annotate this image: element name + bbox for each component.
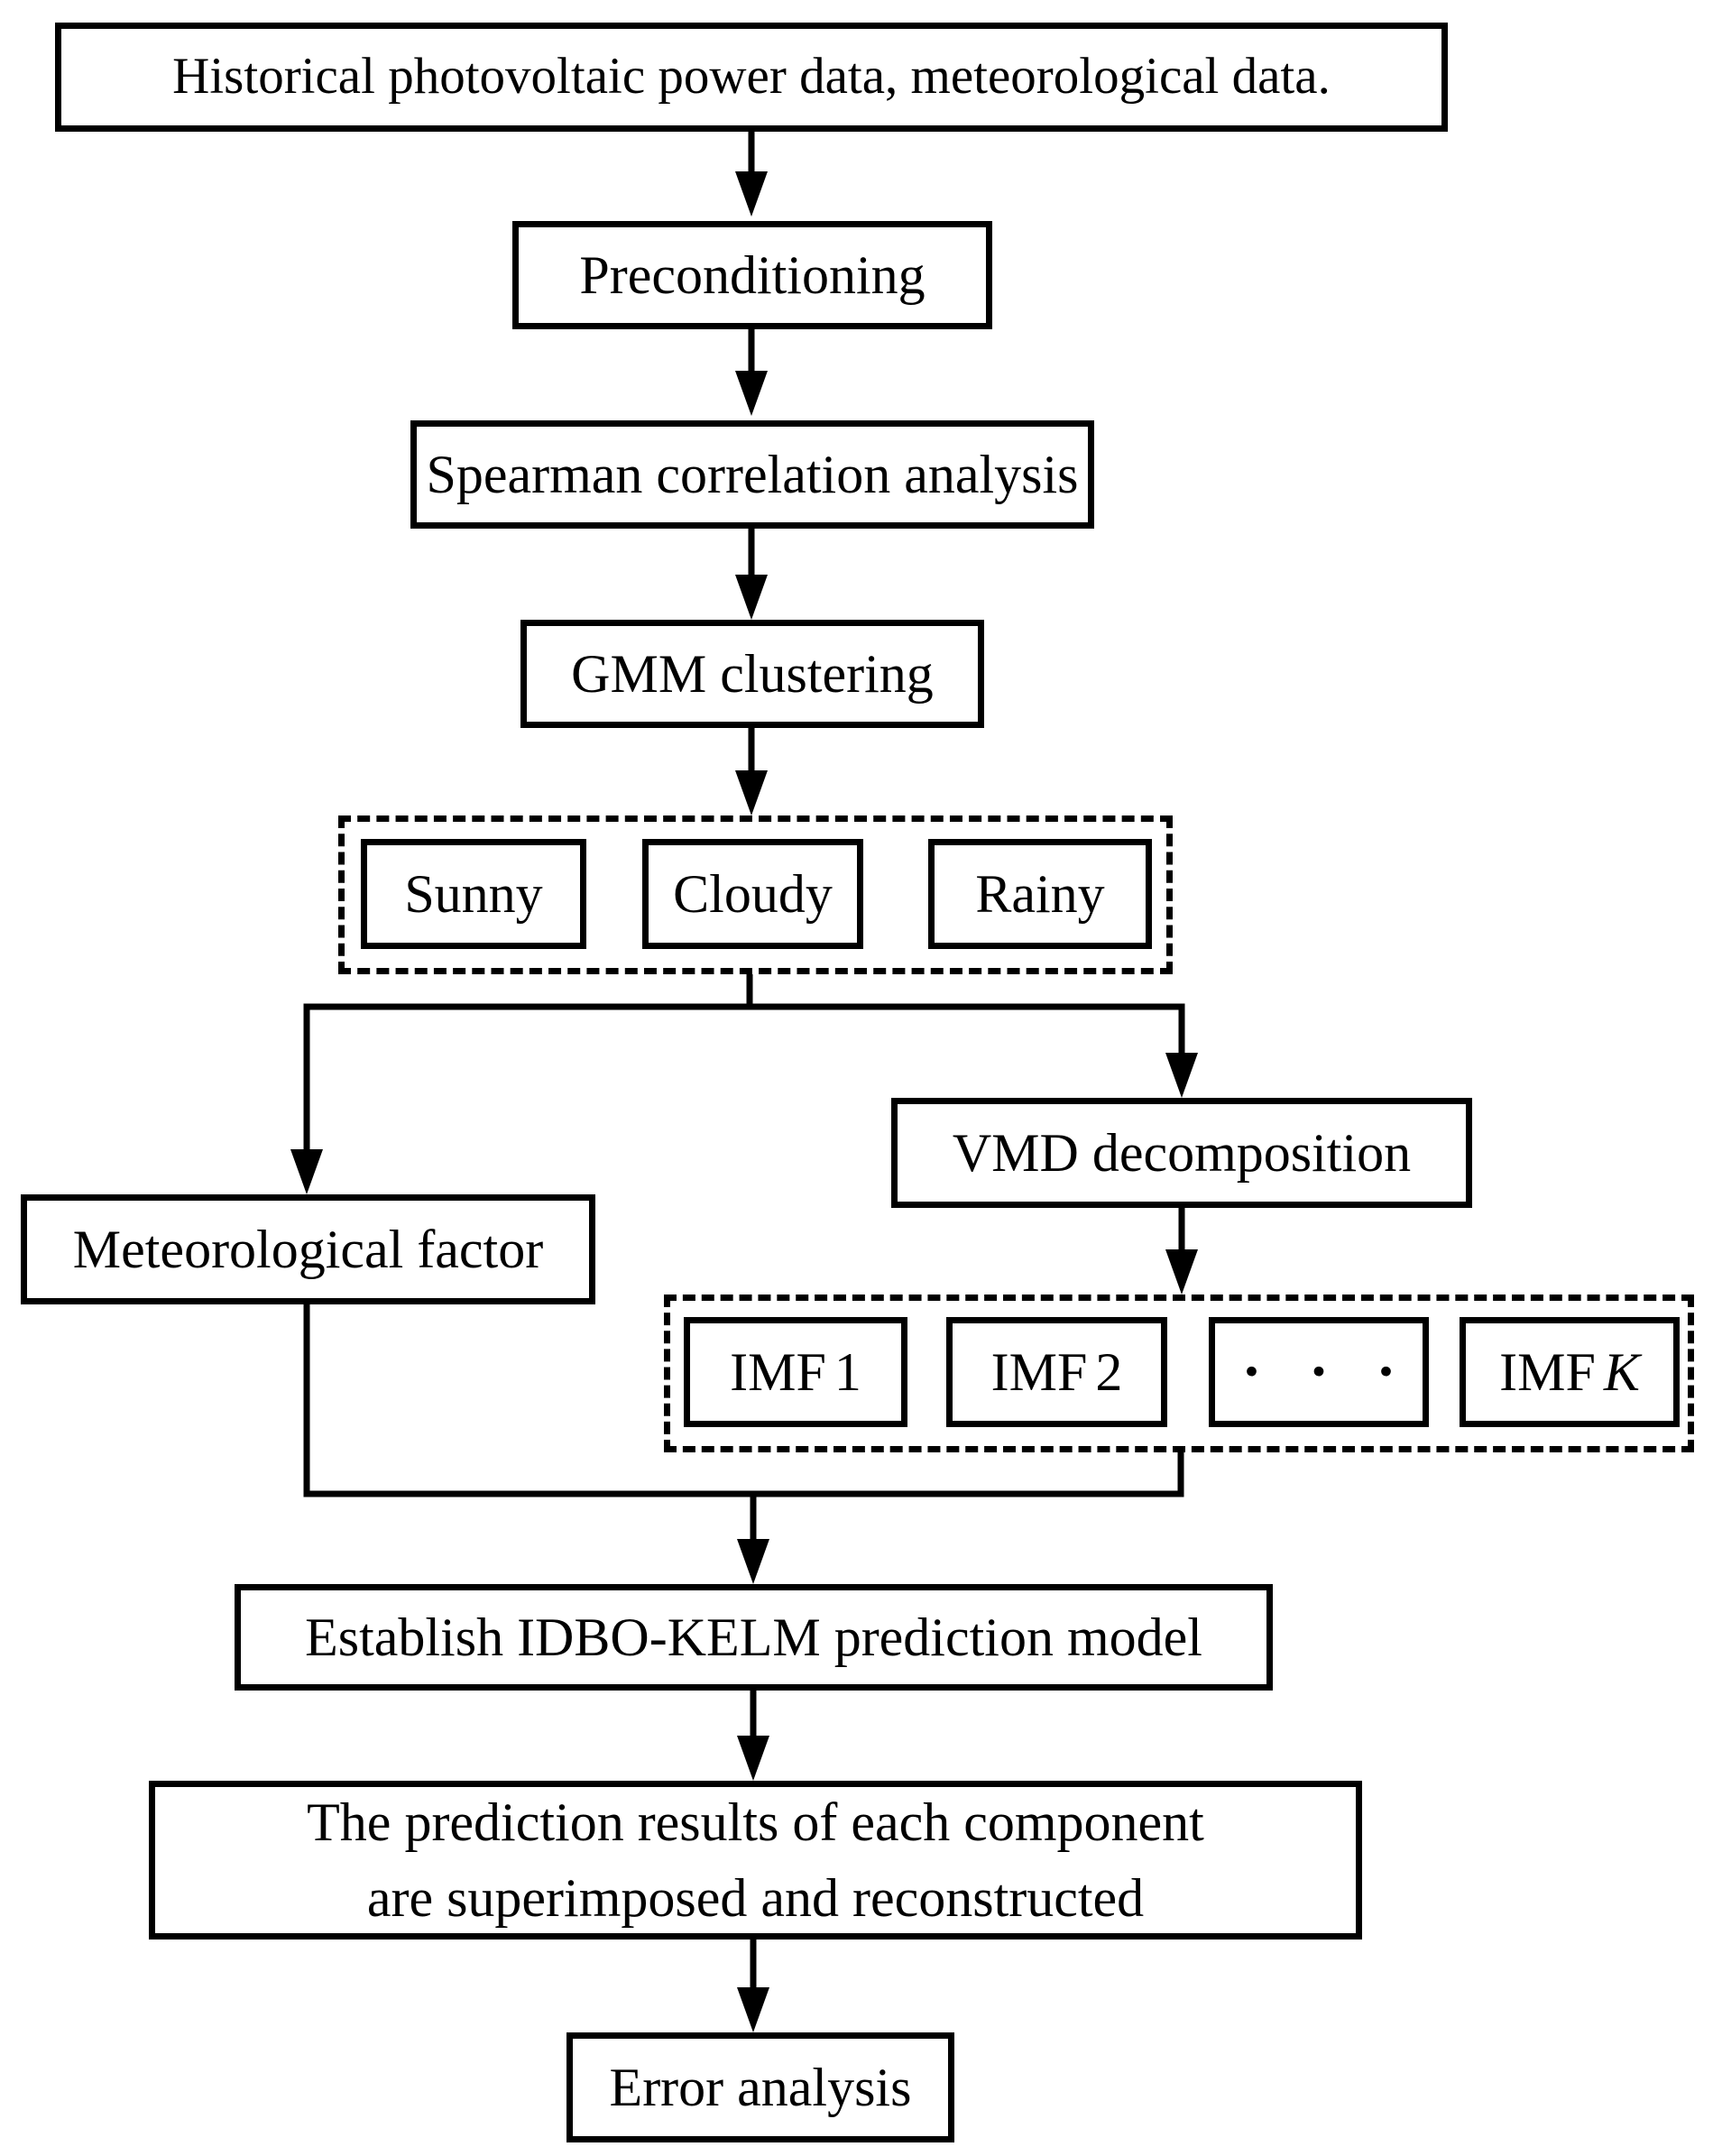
node-spearman-correlation-analysis: Spearman correlation analysis	[410, 420, 1094, 529]
arrow-gmm-to-clusters	[735, 725, 768, 815]
node-rainy: Rainy	[928, 839, 1152, 949]
node-preconditioning: Preconditioning	[512, 221, 992, 329]
imf-k-label: IMF	[1499, 1342, 1596, 1402]
arrow-branch-to-vmd	[1165, 1003, 1198, 1098]
node-superimpose-reconstruct: The prediction results of each component…	[149, 1781, 1362, 1939]
imf-2-label: IMF	[990, 1342, 1088, 1402]
node-imf-ellipsis: · · ·	[1209, 1317, 1429, 1427]
arrow-results-to-error	[737, 1937, 769, 2032]
imf-k-index: K	[1603, 1342, 1640, 1402]
imf-1-index: 1	[833, 1342, 861, 1402]
node-vmd-decomposition: VMD decomposition	[891, 1098, 1472, 1208]
node-cloudy: Cloudy	[642, 839, 863, 949]
arrow-vmd-to-imf	[1165, 1205, 1198, 1295]
arrow-preconditioning-to-spearman	[735, 327, 768, 416]
imf-1-label: IMF	[730, 1342, 826, 1402]
node-gmm-clustering: GMM clustering	[520, 620, 984, 728]
results-line-1: The prediction results of each component	[307, 1792, 1204, 1852]
arrow-spearman-to-gmm	[735, 526, 768, 620]
arrow-merge-to-establish	[737, 1490, 769, 1584]
node-establish-prediction-model: Establish IDBO-KELM prediction model	[235, 1584, 1273, 1691]
results-text: The prediction results of each component…	[307, 1784, 1204, 1936]
node-historical-data: Historical photovoltaic power data, mete…	[55, 23, 1448, 132]
results-line-2: are superimposed and reconstructed	[366, 1868, 1145, 1928]
imf-2-index: 2	[1095, 1342, 1123, 1402]
node-error-analysis: Error analysis	[566, 2032, 954, 2142]
arrow-establish-to-results	[737, 1688, 769, 1781]
node-sunny: Sunny	[361, 839, 586, 949]
arrow-historical-to-preconditioning	[735, 129, 768, 217]
branch-split-line	[303, 972, 1185, 1010]
arrow-branch-to-meteorological	[290, 1003, 323, 1194]
ellipsis-dots: · · ·	[1241, 1338, 1413, 1405]
node-meteorological-factor: Meteorological factor	[21, 1194, 595, 1304]
